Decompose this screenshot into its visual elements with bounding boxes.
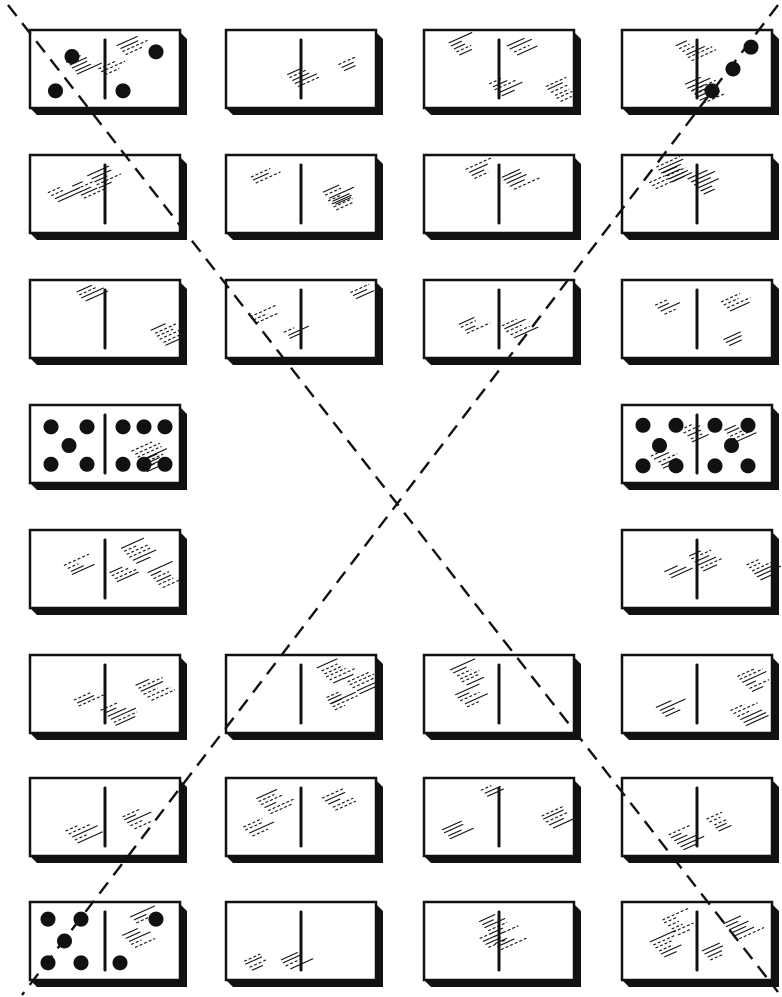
domino-tile bbox=[30, 280, 187, 365]
domino-tile bbox=[424, 655, 581, 740]
domino-tile bbox=[226, 155, 383, 240]
domino-pip bbox=[80, 419, 95, 434]
domino-tile bbox=[226, 655, 383, 740]
domino-pip bbox=[44, 457, 59, 472]
domino-tile bbox=[622, 655, 779, 740]
domino-pip bbox=[669, 458, 684, 473]
domino-tile bbox=[30, 405, 187, 490]
domino-tile bbox=[622, 530, 781, 615]
domino-pip bbox=[636, 418, 651, 433]
domino-pip bbox=[41, 912, 56, 927]
domino-tile bbox=[424, 902, 581, 987]
domino-pip bbox=[65, 49, 80, 64]
domino-pip bbox=[724, 438, 739, 453]
domino-pip bbox=[48, 83, 63, 98]
domino-tile bbox=[424, 778, 581, 863]
domino-pip bbox=[113, 955, 128, 970]
domino-tile bbox=[30, 655, 187, 740]
domino-grid bbox=[30, 30, 781, 987]
domino-pip bbox=[636, 458, 651, 473]
domino-pip bbox=[116, 83, 131, 98]
domino-pip bbox=[158, 457, 173, 472]
domino-pip bbox=[158, 419, 173, 434]
domino-tile bbox=[226, 778, 383, 863]
domino-pip bbox=[80, 457, 95, 472]
domino-tile bbox=[424, 30, 581, 115]
domino-pip bbox=[708, 458, 723, 473]
domino-tile bbox=[424, 280, 581, 365]
domino-pip bbox=[62, 438, 77, 453]
domino-pip bbox=[652, 438, 667, 453]
domino-pip bbox=[137, 457, 152, 472]
domino-pip bbox=[149, 912, 164, 927]
domino-tile bbox=[622, 405, 779, 490]
domino-pip bbox=[669, 418, 684, 433]
domino-tile bbox=[30, 778, 187, 863]
domino-tile bbox=[226, 280, 383, 365]
domino-tile bbox=[30, 30, 187, 115]
domino-tile bbox=[226, 902, 383, 987]
domino-tile bbox=[622, 902, 779, 987]
domino-pip bbox=[137, 419, 152, 434]
domino-pip bbox=[708, 418, 723, 433]
domino-pip bbox=[741, 458, 756, 473]
domino-tile bbox=[622, 155, 779, 240]
domino-pip bbox=[116, 457, 131, 472]
domino-pip bbox=[116, 419, 131, 434]
domino-tile bbox=[622, 280, 779, 365]
domino-tile bbox=[622, 30, 779, 115]
domino-tile bbox=[30, 530, 187, 615]
domino-tile bbox=[30, 155, 187, 240]
domino-pip bbox=[741, 418, 756, 433]
domino-tile bbox=[424, 155, 581, 240]
domino-tile bbox=[30, 902, 187, 987]
domino-pip bbox=[74, 955, 89, 970]
domino-pip bbox=[44, 419, 59, 434]
domino-tile bbox=[226, 30, 383, 115]
domino-pip bbox=[149, 44, 164, 59]
